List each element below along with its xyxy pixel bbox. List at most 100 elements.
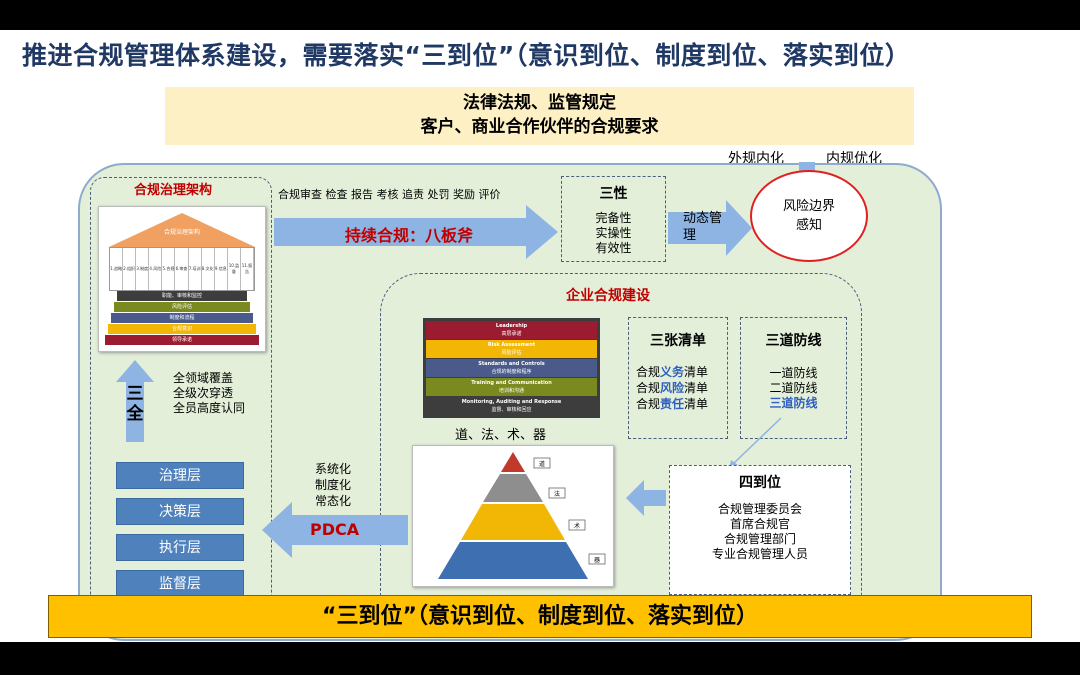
leadership-band: Leadership 高层承诺 xyxy=(426,321,597,339)
san-xing-box: 三性 完备性实操性有效性 xyxy=(561,176,666,262)
left-small-arrow-icon xyxy=(626,480,666,516)
three-list-key: 责任 xyxy=(660,397,685,411)
four-positions-box: 四到位 合规管理委员会首席合规官合规管理部门专业合规管理人员 xyxy=(669,465,851,595)
connector-arrow-icon xyxy=(729,417,782,470)
three-list-row: 合规风险清单 xyxy=(636,380,727,396)
leadership-band-en: Standards and Controls xyxy=(478,361,545,367)
governance-layer: 执行层 xyxy=(116,534,244,561)
san-xing-items: 完备性实操性有效性 xyxy=(562,211,665,256)
regulation-box: 法律法规、监管规定 客户、商业合作伙伴的合规要求 xyxy=(165,87,914,145)
house-pillar: 1.战略 xyxy=(110,248,124,290)
systematize-item: 系统化 xyxy=(315,462,352,476)
pyramid-label-box-1 xyxy=(533,457,551,469)
pyramid-label-box-3 xyxy=(568,519,586,531)
three-list-pre: 合规 xyxy=(636,381,661,395)
san-quan-point: 全领域覆盖 xyxy=(173,371,234,385)
governance-layer: 治理层 xyxy=(116,462,244,489)
leadership-band: Training and Communication 培训和沟通 xyxy=(426,378,597,396)
pdca-label: PDCA xyxy=(310,520,360,539)
house-pillar: 8.文化 xyxy=(202,248,215,290)
pyramid-figure: 道 法 术 器 xyxy=(412,445,614,587)
leadership-band-en: Leadership xyxy=(495,323,528,329)
house-roof xyxy=(109,213,255,247)
risk-boundary-circle: 风险边界 感知 xyxy=(750,170,868,262)
leadership-band-cn: 风险评估 xyxy=(501,350,522,356)
three-lists-box: 三张清单 合规义务清单合规风险清单合规责任清单 xyxy=(628,317,728,439)
house-pillar: 6.审查 xyxy=(175,248,189,290)
enterprise-title: 企业合规建设 xyxy=(566,288,650,304)
house-band: 合规意识 xyxy=(108,324,256,334)
leadership-band-cn: 培训和沟通 xyxy=(498,388,524,394)
leadership-band: Monitoring, Auditing and Response 监督、审核和回… xyxy=(426,397,597,415)
pyramid-label-4: 器 xyxy=(594,557,600,564)
pyramid-label-1: 道 xyxy=(539,460,545,468)
three-list-pre: 合规 xyxy=(636,365,661,379)
house-band: 风险评估 xyxy=(114,302,250,312)
risk-circle-line-1: 风险边界 xyxy=(782,199,835,214)
slide: 推进合规管理体系建设，需要落实“三到位”（意识到位、制度到位、落实到位） 法律法… xyxy=(0,30,1080,642)
house-pillar: 4.风险 xyxy=(149,248,163,290)
san-xing-item: 有效性 xyxy=(595,241,632,255)
three-list-pre: 合规 xyxy=(636,397,661,411)
leadership-band: Risk Assessment 风险评估 xyxy=(426,340,597,358)
systematize-item: 制度化 xyxy=(315,478,352,492)
risk-circle-line-2: 感知 xyxy=(795,218,822,233)
pyramid-label-box-2 xyxy=(548,487,566,499)
defense-line-highlight: 三道防线 xyxy=(769,396,818,410)
three-list-post: 清单 xyxy=(684,381,709,395)
leadership-band-cn: 高层承诺 xyxy=(501,331,522,337)
leadership-framework-figure: Leadership 高层承诺 Risk Assessment 风险评估 Standar… xyxy=(423,318,600,418)
house-pillar: 10.监督 xyxy=(228,248,241,290)
three-list-key: 风险 xyxy=(660,381,685,395)
pdca-arrow xyxy=(262,502,408,558)
pyramid-tier-1 xyxy=(501,452,525,472)
defense-line: 一道防线 xyxy=(769,366,818,380)
continuous-compliance-label: 持续合规：八板斧 xyxy=(345,226,474,245)
leadership-band-cn: 监督、审核和回应 xyxy=(491,407,532,413)
three-defense-title: 三道防线 xyxy=(765,333,822,349)
san-quan-points: 全领域覆盖全级次穿透全员高度认同 xyxy=(173,371,245,416)
pyramid-tier-3 xyxy=(461,504,565,540)
dao-fa-label: 道、法、术、器 xyxy=(455,428,547,443)
san-xing-item: 实操性 xyxy=(595,226,632,240)
systematize-item: 常态化 xyxy=(315,494,352,508)
house-band: 职能、审核和监控 xyxy=(117,291,247,301)
regulation-line-1: 法律法规、监管规定 xyxy=(463,93,616,113)
pyramid-label-3: 术 xyxy=(574,522,580,530)
governance-layer: 监督层 xyxy=(116,570,244,597)
dynamic-arrow xyxy=(668,200,752,256)
house-roof-label: 合规治理架构 xyxy=(163,229,200,236)
house-pillar: 5.合规 xyxy=(162,248,176,290)
regulation-line-2: 客户、商业合作伙伴的合规要求 xyxy=(420,117,659,137)
san-xing-title: 三性 xyxy=(599,186,628,202)
slide-title: 推进合规管理体系建设，需要落实“三到位”（意识到位、制度到位、落实到位） xyxy=(22,41,911,70)
four-positions-items: 合规管理委员会首席合规官合规管理部门专业合规管理人员 xyxy=(670,502,850,562)
leadership-band-en: Risk Assessment xyxy=(487,342,536,348)
leadership-band-en: Monitoring, Auditing and Response xyxy=(461,399,562,405)
three-lists-title: 三张清单 xyxy=(650,333,706,349)
house-pillar: 7.培训 xyxy=(189,248,202,290)
leadership-band: Standards and Controls 合规的制度和程序 xyxy=(426,359,597,377)
four-position-item: 首席合规官 xyxy=(729,517,790,531)
pyramid-tier-2 xyxy=(483,474,543,502)
leadership-band-cn: 合规的制度和程序 xyxy=(491,369,532,375)
four-position-item: 专业合规管理人员 xyxy=(711,547,808,561)
four-position-item: 合规管理部门 xyxy=(723,532,796,546)
san-xing-item: 完备性 xyxy=(595,211,632,225)
pyramid-svg: 道 法 术 器 xyxy=(438,452,606,579)
leadership-band-en: Training and Communication xyxy=(471,380,552,386)
house-band: 制度和流程 xyxy=(111,313,253,323)
house-pillar: 11.报告 xyxy=(241,248,255,290)
house-bands: 职能、审核和监控风险评估制度和流程合规意识领导承诺 xyxy=(105,291,259,346)
pyramid-tier-4 xyxy=(438,542,588,579)
bottom-summary-bar: “三到位”（意识到位、制度到位、落实到位） xyxy=(48,595,1032,638)
three-lists-rows: 合规义务清单合规风险清单合规责任清单 xyxy=(629,364,727,412)
three-list-post: 清单 xyxy=(684,365,709,379)
process-line: 合规审查 检查 报告 考核 追责 处罚 奖励 评价 xyxy=(278,188,501,201)
three-list-key: 义务 xyxy=(660,365,685,379)
dynamic-mgmt-label: 动态管理 xyxy=(683,211,723,243)
san-quan-label: 三全 xyxy=(126,384,144,424)
house-pillar: 2.组织 xyxy=(123,248,137,290)
